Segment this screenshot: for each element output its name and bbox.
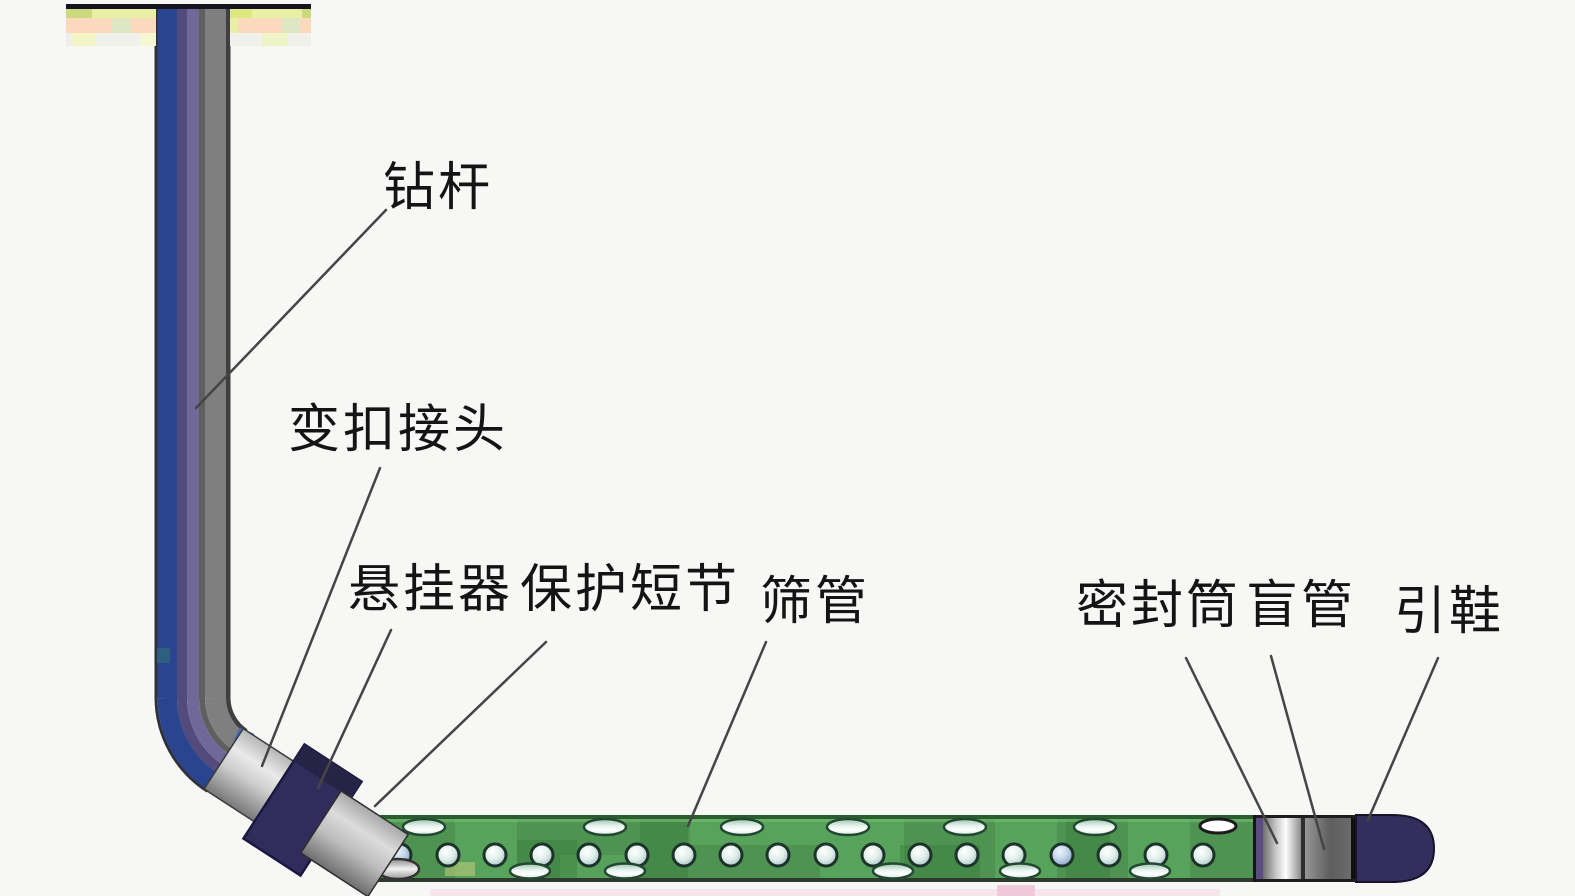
hanger-shading: [293, 744, 362, 799]
label-screen-pipe: 筛管: [760, 574, 871, 631]
surface-grass: [92, 8, 156, 18]
blind-pipe: [1305, 815, 1351, 882]
screen-pipe-section: [348, 815, 1256, 882]
drill-pipe-darkpurple-band: [177, 4, 187, 698]
bend-assembly: [203, 727, 410, 896]
label-hanger: 悬挂器: [348, 562, 514, 619]
drill-pipe-vertical: [154, 4, 255, 747]
screen-hole: [671, 842, 697, 868]
drill-pipe-purple-band: [187, 4, 199, 698]
screen-slot: [1128, 862, 1172, 880]
tail-assembly: [1253, 814, 1436, 883]
screen-hole: [907, 842, 933, 868]
label-crossover-joint: 变扣接头: [288, 402, 509, 459]
screen-hole: [435, 842, 461, 868]
screen-slot-white: [1198, 817, 1238, 835]
screen-slot: [998, 862, 1042, 880]
leader-lines: [194, 208, 1440, 851]
label-protective-sub: 保护短节: [520, 562, 741, 619]
screen-slot: [603, 862, 647, 880]
screen-hole: [813, 842, 839, 868]
print-artifacts: [430, 885, 1220, 896]
screen-hole: [954, 842, 980, 868]
pipe-artifact-teal: [157, 648, 170, 663]
screen-hole: [1190, 842, 1216, 868]
screen-hole: [718, 842, 744, 868]
leader-seal-bore: [1184, 656, 1279, 845]
screen-slots-bottom: [508, 862, 1172, 880]
screen-slot: [825, 817, 871, 837]
surface-ground-line: [66, 4, 311, 9]
screen-slot: [401, 817, 447, 837]
screen-slot: [719, 817, 765, 837]
leader-guide-shoe: [1366, 656, 1440, 822]
screen-slot: [582, 817, 628, 837]
screen-slot: [942, 817, 988, 837]
seal-bore-purple-edge: [1256, 815, 1263, 882]
screen-hole: [576, 842, 602, 868]
screen-slot: [1072, 817, 1118, 837]
screen-slot: [871, 862, 915, 880]
label-seal-bore: 密封筒: [1076, 578, 1242, 635]
label-guide-shoe: 引鞋: [1394, 584, 1505, 641]
protective-sub: [299, 789, 410, 896]
label-blind-pipe: 盲管: [1246, 578, 1357, 635]
drill-pipe-blue-band: [157, 4, 177, 698]
guide-shoe: [1355, 814, 1436, 883]
screen-slot: [508, 862, 552, 880]
screen-hole: [765, 842, 791, 868]
screen-hole: [1049, 842, 1075, 868]
label-drill-pipe: 钻杆: [383, 160, 494, 217]
drill-pipe-gray-band: [205, 4, 226, 698]
screen-hole: [482, 842, 508, 868]
surface-layer: [66, 4, 311, 46]
leader-crossover-joint: [260, 466, 382, 768]
leader-drill-pipe: [194, 208, 388, 410]
leader-protective-sub: [373, 640, 548, 808]
screen-hole: [860, 842, 886, 868]
leader-blind-pipe: [1269, 654, 1326, 851]
screen-holes: [387, 842, 1216, 868]
leader-hanger: [316, 628, 393, 790]
leader-screen-pipe: [686, 640, 768, 828]
surface-sand: [66, 18, 112, 33]
screen-slots-top: [401, 817, 1118, 837]
screen-pipe-top-edge: [348, 815, 1256, 819]
screen-pipe-bottom-edge: [348, 878, 1256, 882]
screen-hole: [1096, 842, 1122, 868]
